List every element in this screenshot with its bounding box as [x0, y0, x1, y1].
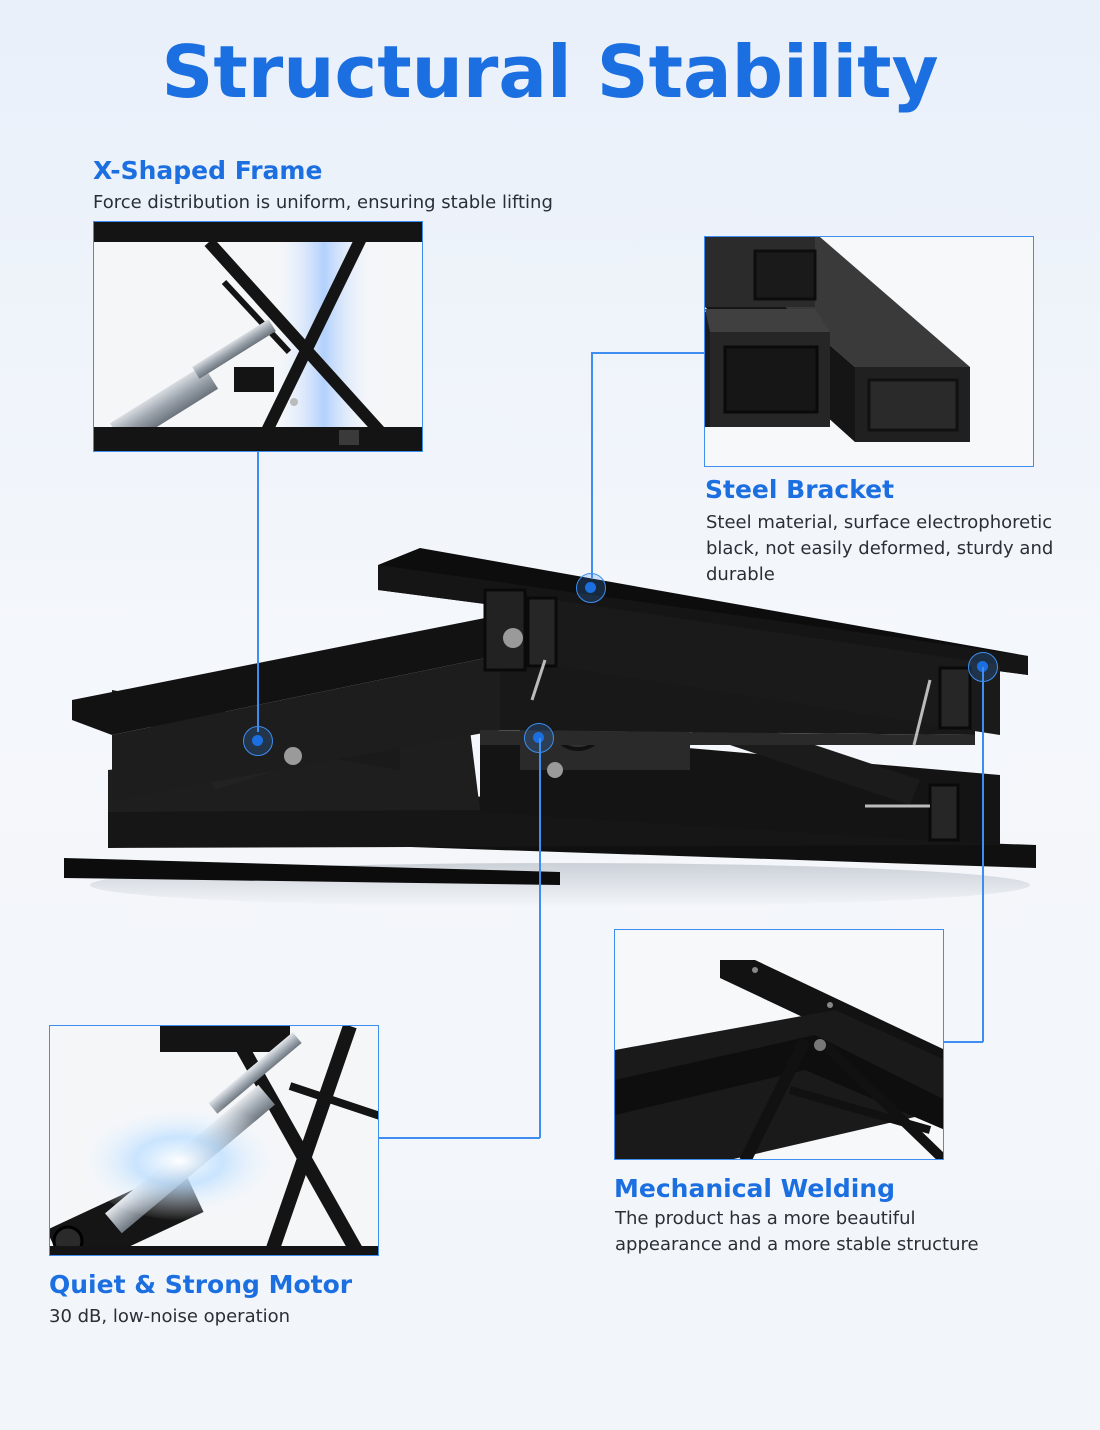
- welding-detail-image: [614, 929, 944, 1160]
- welding-description-line: appearance and a more stable structure: [615, 1234, 979, 1255]
- welding-description-line: The product has a more beautiful: [615, 1208, 916, 1229]
- steel-bracket-title: Steel Bracket: [705, 475, 895, 504]
- motor-leader-line: [539, 738, 541, 1138]
- motor-title: Quiet & Strong Motor: [49, 1270, 353, 1299]
- x-frame-detail-image: [93, 221, 423, 452]
- x-frame-description: Force distribution is uniform, ensuring …: [93, 192, 553, 213]
- welding-description: The product has a more beautiful appeara…: [615, 1206, 979, 1258]
- motor-leader-line: [379, 1137, 540, 1139]
- page-title: Structural Stability: [161, 30, 939, 114]
- steel-bracket-description-line: black, not easily deformed, sturdy and: [706, 538, 1054, 559]
- steel-bracket-description: Steel material, surface electrophoretic …: [706, 510, 1053, 588]
- welding-leader-line: [944, 1041, 983, 1043]
- steel-bracket-description-line: durable: [706, 564, 775, 585]
- steel-bracket-detail-image: [704, 236, 1034, 467]
- lift-frame-illustration: [64, 548, 1036, 907]
- x-frame-title: X-Shaped Frame: [93, 156, 323, 185]
- motor-description: 30 dB, low-noise operation: [49, 1306, 291, 1327]
- steel-bracket-hotspot: [576, 573, 606, 603]
- steel-bracket-leader-line: [591, 352, 705, 354]
- x-frame-leader-line: [257, 452, 259, 732]
- steel-bracket-description-line: Steel material, surface electrophoretic: [706, 512, 1053, 533]
- steel-bracket-leader-line: [591, 352, 593, 578]
- welding-leader-line: [982, 667, 984, 1042]
- welding-title: Mechanical Welding: [614, 1174, 896, 1203]
- motor-detail-image: [49, 1025, 379, 1256]
